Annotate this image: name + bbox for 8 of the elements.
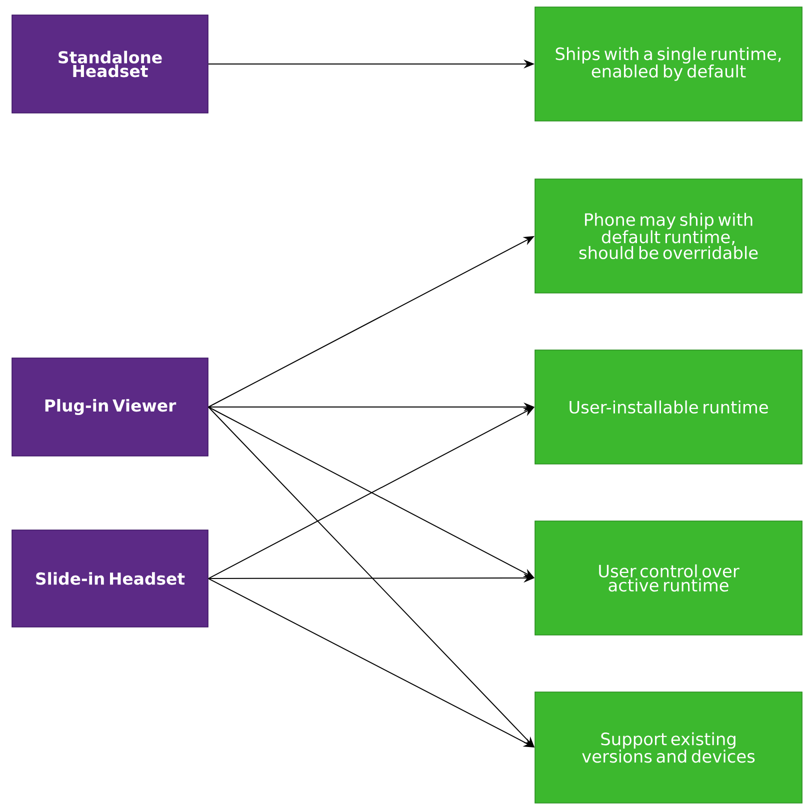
requirement-box: User-installable runtime xyxy=(534,350,802,464)
device-box: Plug-in Viewer xyxy=(12,358,208,456)
requirement-box: Phone may ship with default runtime, should be overridable xyxy=(534,178,802,294)
device-box: Slide-in Headset xyxy=(12,530,208,628)
requirement-box: Ships with a single runtime, enabled by default xyxy=(534,6,802,122)
device-box: Standalone Headset xyxy=(12,14,208,114)
requirement-box: User control over active runtime xyxy=(534,520,802,636)
requirement-box: Support existing versions and devices xyxy=(534,692,802,804)
